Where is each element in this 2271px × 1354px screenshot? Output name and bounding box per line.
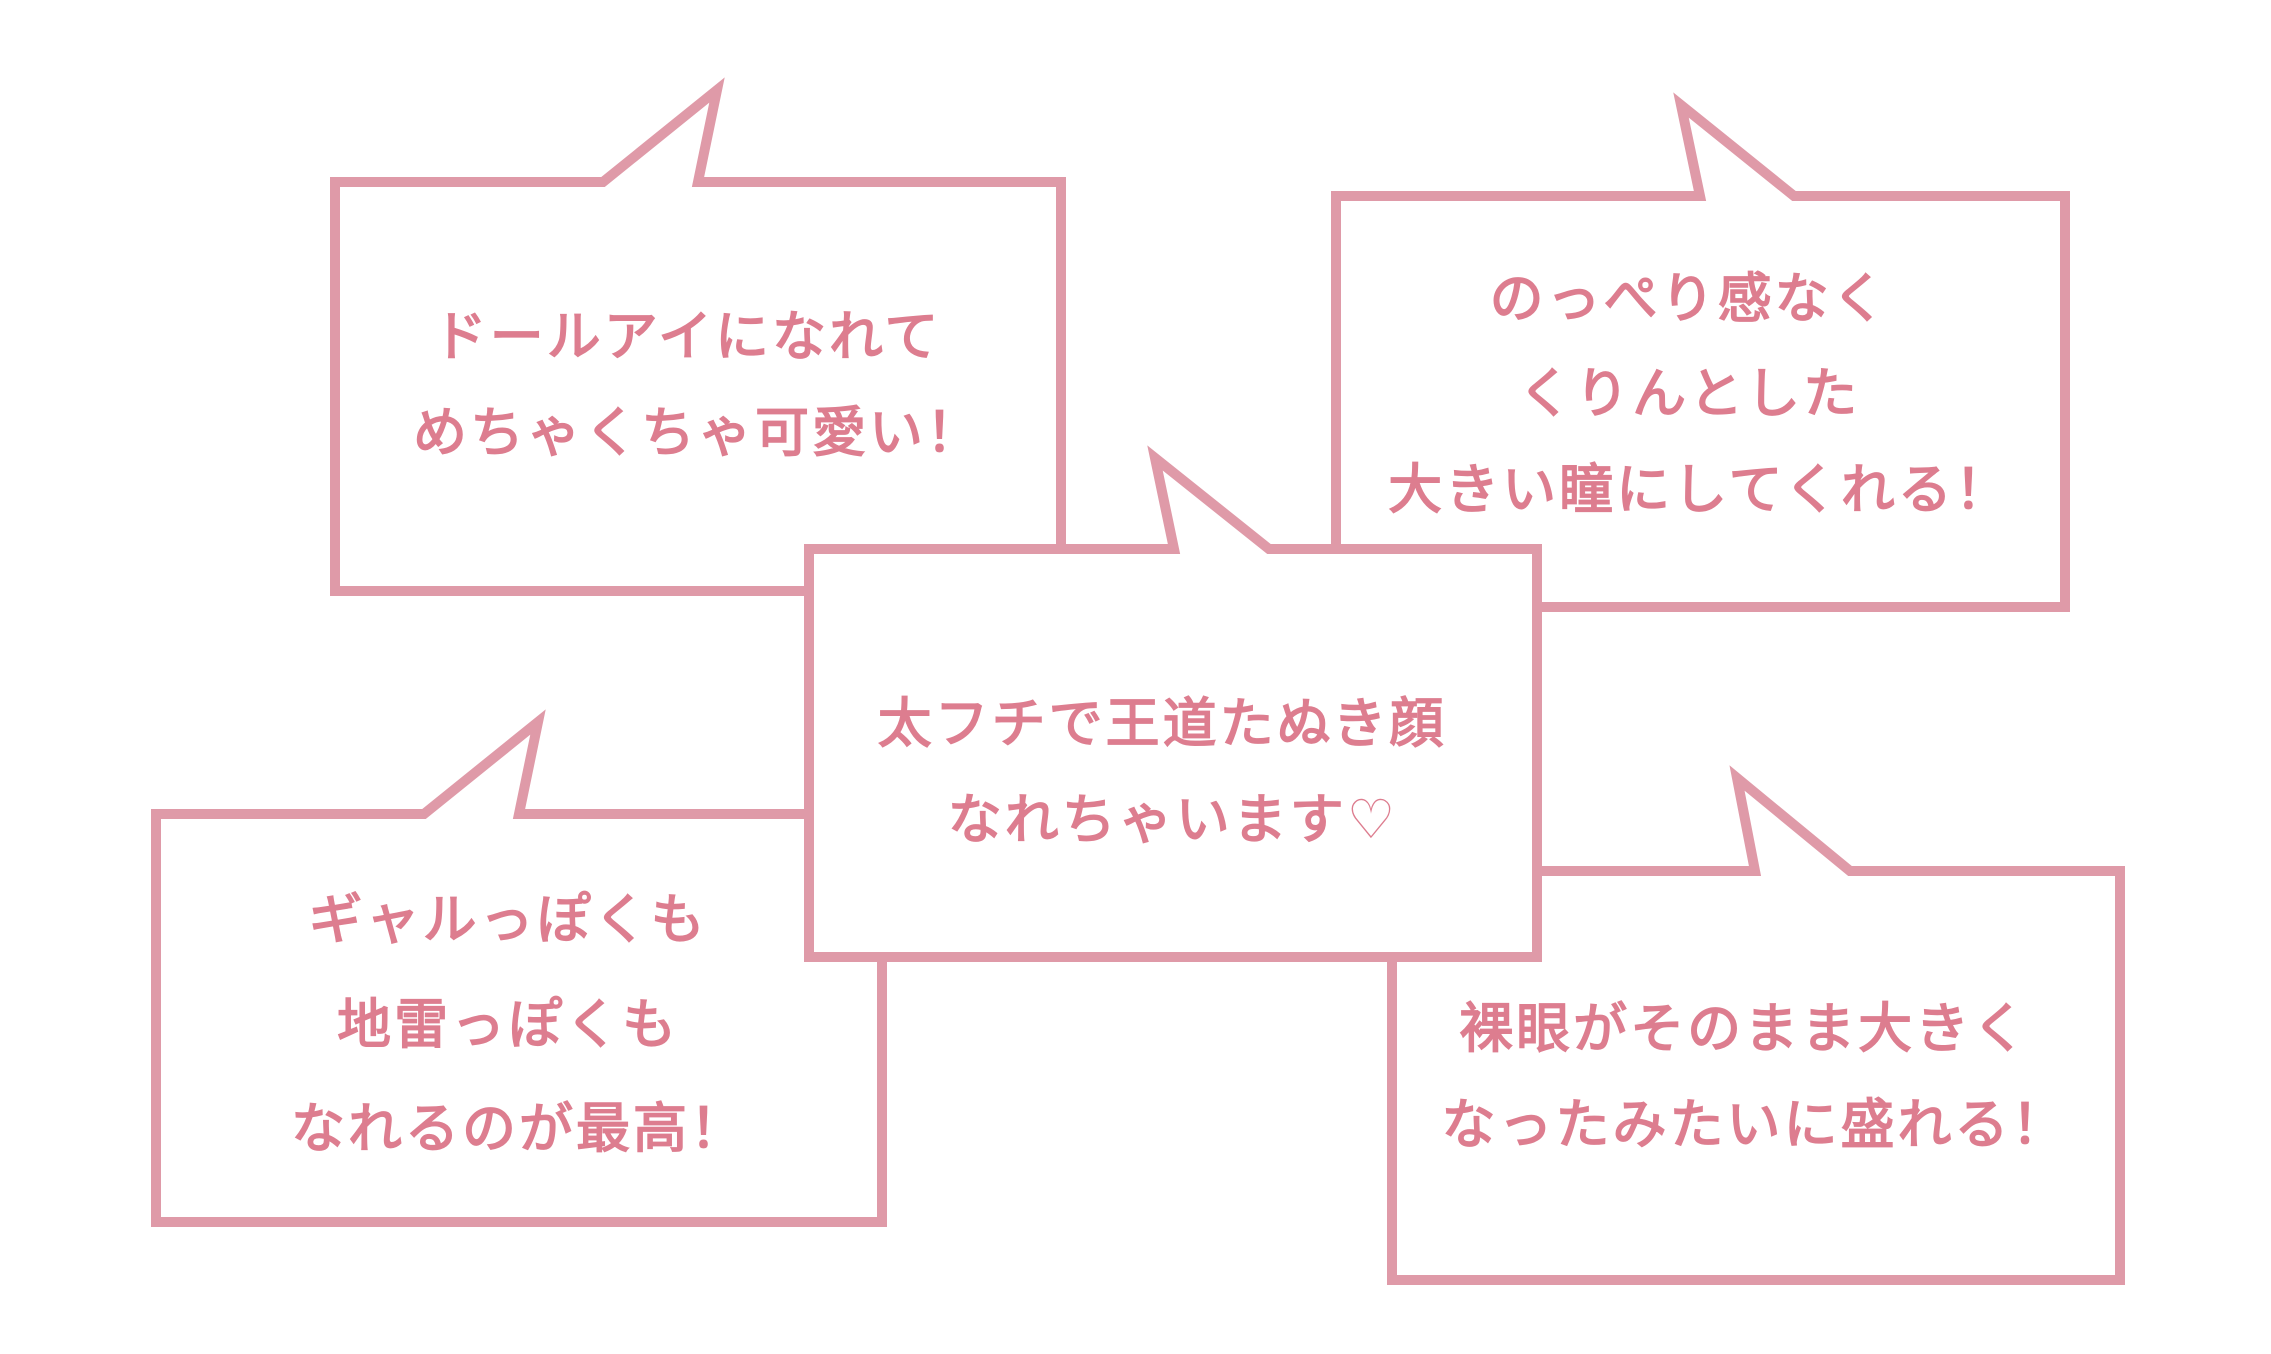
bubble-line: なれるのが最高！	[291, 1097, 747, 1160]
speech-bubble-noppori: のっぺり感なく くりんとした 大きい瞳にしてくれる！	[1331, 92, 2070, 612]
speech-bubble-naked-eye: 裸眼がそのまま大きく なったみたいに盛れる！	[1387, 765, 2125, 1285]
bubble-line: のっぺり感なく	[1490, 267, 1889, 330]
bubble-line: ドールアイになれて	[433, 305, 942, 368]
speech-bubble-shape	[1387, 765, 2125, 1285]
bubble-line: めちゃくちゃ可愛い！	[413, 401, 983, 464]
speech-bubble-doll-eye: ドールアイになれて めちゃくちゃ可愛い！	[330, 77, 1066, 596]
bubble-line: なれちゃいます♡	[948, 788, 1398, 851]
bubble-line: 地雷っぽくも	[337, 993, 679, 1056]
speech-bubble-gal: ギャルっぽくも 地雷っぽくも なれるのが最高！	[151, 709, 887, 1227]
bubble-text-noppori: のっぺり感なく くりんとした 大きい瞳にしてくれる！	[1388, 267, 2012, 521]
bubble-line: くりんとした	[1518, 362, 1860, 425]
bubble-line: 太フチで王道たぬき顔	[878, 692, 1447, 755]
bubble-text-gal: ギャルっぽくも 地雷っぽくも なれるのが最高！	[291, 888, 747, 1160]
speech-bubble-shape	[804, 445, 1542, 962]
bubble-line: ギャルっぽくも	[309, 888, 708, 951]
bubble-text-naked-eye: 裸眼がそのまま大きく なったみたいに盛れる！	[1442, 997, 2069, 1156]
bubble-line: なったみたいに盛れる！	[1442, 1093, 2069, 1156]
speech-bubble-shape	[151, 709, 887, 1227]
speech-bubble-shape	[330, 77, 1066, 596]
bubble-text-tanuki: 太フチで王道たぬき顔 なれちゃいます♡	[878, 692, 1469, 851]
bubble-text-doll-eye: ドールアイになれて めちゃくちゃ可愛い！	[413, 305, 983, 464]
bubble-line: 大きい瞳にしてくれる！	[1388, 458, 2012, 521]
bubble-line: 裸眼がそのまま大きく	[1459, 997, 2029, 1060]
speech-bubble-tanuki: 太フチで王道たぬき顔 なれちゃいます♡	[804, 445, 1542, 962]
speech-bubble-shape	[1331, 92, 2070, 612]
